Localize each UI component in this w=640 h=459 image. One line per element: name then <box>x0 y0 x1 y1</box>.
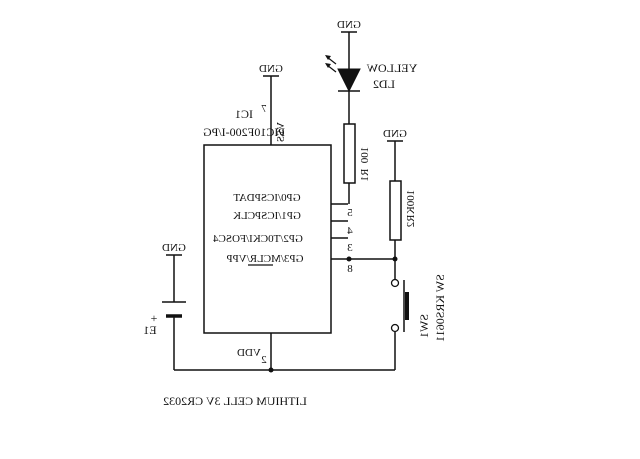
battery-symbol <box>162 301 186 318</box>
ground-symbol-led: GND <box>337 19 361 33</box>
svg-text:GP3/MCLR/VPP: GP3/MCLR/VPP <box>226 253 303 265</box>
r2-ref: R2 <box>405 215 417 228</box>
battery-plus-sign: + <box>150 311 157 325</box>
ground-symbol-r2: GND <box>383 128 407 142</box>
gp1-pin-number: 4 <box>347 225 353 237</box>
svg-text:LD2: LD2 <box>373 77 395 91</box>
vss-pin-label: VSS <box>275 122 287 142</box>
ic-ref: IC1 <box>235 107 253 121</box>
switch-symbol <box>390 278 409 333</box>
switch-ref: SW1 <box>417 314 431 338</box>
gp2-pin-label: GP2/T0CKI/FOSC4 <box>213 233 303 245</box>
svg-text:GND: GND <box>383 128 407 140</box>
ic-part-number: PIC10F200-I/PG <box>203 125 285 139</box>
led-symbol <box>325 55 361 93</box>
junction-vdd <box>268 367 274 373</box>
junction-gp3-right <box>392 256 398 262</box>
r1-resistor <box>343 123 356 184</box>
svg-text:100: 100 <box>359 147 371 164</box>
svg-text:100K: 100K <box>405 190 417 215</box>
battery-ref: E1 <box>143 323 156 337</box>
vss-pin-number: 7 <box>261 103 267 115</box>
svg-text:2: 2 <box>261 354 267 366</box>
r2-value: 100K <box>405 190 417 215</box>
gp3-pin-label: GP3/MCLR/VPP <box>226 253 303 265</box>
svg-text:R1: R1 <box>359 169 371 182</box>
vdd-pin-number: 2 <box>261 354 267 366</box>
gp0-pin-label: GP0/ICSPDAT <box>233 192 301 204</box>
led-ref: LD2 <box>373 77 395 91</box>
ic-body <box>203 144 332 334</box>
svg-text:GP2/T0CKI/FOSC4: GP2/T0CKI/FOSC4 <box>213 233 303 245</box>
svg-text:GP1/ICSPCLK: GP1/ICSPCLK <box>233 210 301 222</box>
r2-resistor <box>389 180 402 241</box>
svg-text:E1: E1 <box>143 323 156 337</box>
battery-caption: LITHIUM CELL 3V CR2032 <box>163 394 307 408</box>
svg-text:5: 5 <box>347 207 353 219</box>
svg-text:YELLOW: YELLOW <box>366 61 417 75</box>
svg-text:R2: R2 <box>405 215 417 228</box>
led-color-label: YELLOW <box>366 61 417 75</box>
gp1-pin-label: GP1/ICSPCLK <box>233 210 301 222</box>
svg-text:+: + <box>150 311 157 325</box>
svg-text:GND: GND <box>162 242 186 254</box>
junction-gp3-left <box>346 256 352 262</box>
svg-text:GND: GND <box>259 63 283 75</box>
svg-text:SW KRS0611: SW KRS0611 <box>433 274 447 342</box>
svg-text:7: 7 <box>261 103 267 115</box>
svg-text:LITHIUM CELL 3V CR2032: LITHIUM CELL 3V CR2032 <box>163 394 307 408</box>
gp3-pin-number: 8 <box>347 263 353 275</box>
svg-text:8: 8 <box>347 263 353 275</box>
svg-text:4: 4 <box>347 225 353 237</box>
svg-text:IC1: IC1 <box>235 107 253 121</box>
svg-text:SW1: SW1 <box>417 314 431 338</box>
vdd-pin-label: VDD <box>237 347 261 359</box>
svg-text:GND: GND <box>337 19 361 31</box>
gp2-pin-number: 3 <box>347 242 353 254</box>
ground-symbol-battery: GND <box>162 242 186 256</box>
svg-text:VDD: VDD <box>237 347 261 359</box>
svg-text:GP0/ICSPDAT: GP0/ICSPDAT <box>233 192 301 204</box>
svg-text:3: 3 <box>347 242 353 254</box>
ground-symbol-ic: GND <box>259 63 283 77</box>
svg-text:PIC10F200-I/PG: PIC10F200-I/PG <box>203 125 285 139</box>
r1-ref: R1 <box>359 169 371 182</box>
gp0-pin-number: 5 <box>347 207 353 219</box>
r1-value: 100 <box>359 147 371 164</box>
switch-part: SW KRS0611 <box>433 274 447 342</box>
svg-text:VSS: VSS <box>275 122 287 142</box>
